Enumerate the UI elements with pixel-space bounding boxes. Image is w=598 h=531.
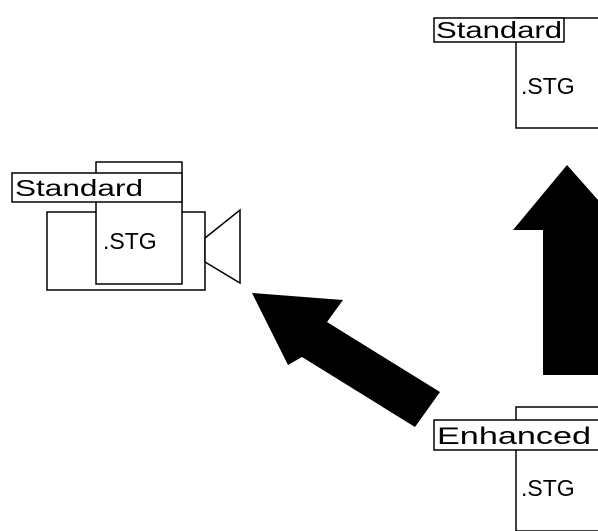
arrow-up-icon	[513, 165, 598, 375]
file-label: Standard	[15, 175, 143, 201]
file-label: Standard	[436, 17, 562, 43]
video-camera-icon: Standard .STG	[11, 161, 241, 291]
enhanced-file-bottom-right: Enhanced .STG	[433, 406, 598, 531]
file-label-box	[433, 419, 598, 451]
file-label-box	[11, 172, 183, 203]
file-label-box	[433, 17, 565, 43]
file-extension: .STG	[521, 73, 575, 99]
file-extension: .STG	[521, 475, 575, 501]
file-label: Enhanced	[437, 423, 591, 450]
camera-lens	[204, 208, 241, 285]
standard-file-top-right: Standard .STG	[433, 17, 598, 129]
arrow-up-left-icon	[252, 293, 440, 427]
file-extension: .STG	[103, 228, 157, 254]
